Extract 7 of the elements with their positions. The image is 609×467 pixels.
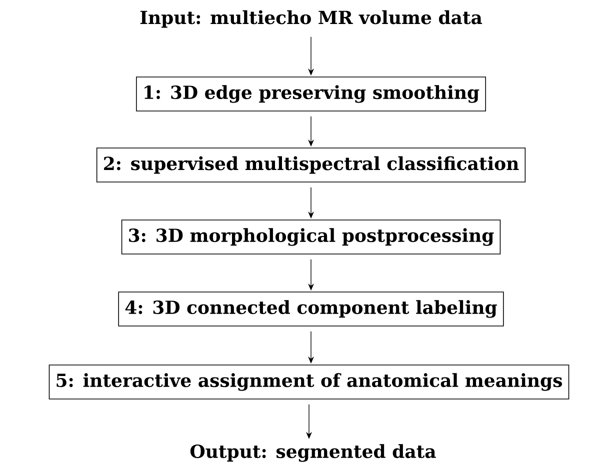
process-box: 3: 3D morphological postprocessing <box>121 220 501 254</box>
process-box: 4: 3D connected component labeling <box>118 292 504 326</box>
process-box: 1: 3D edge preserving smoothing <box>136 76 486 112</box>
io-label: Input: multiecho MR volume data <box>140 10 482 28</box>
process-box: 5: interactive assignment of anatomical meanings <box>48 364 570 400</box>
process-box: 2: supervised multispectral classification <box>96 148 526 182</box>
io-label: Output: segmented data <box>190 444 436 462</box>
